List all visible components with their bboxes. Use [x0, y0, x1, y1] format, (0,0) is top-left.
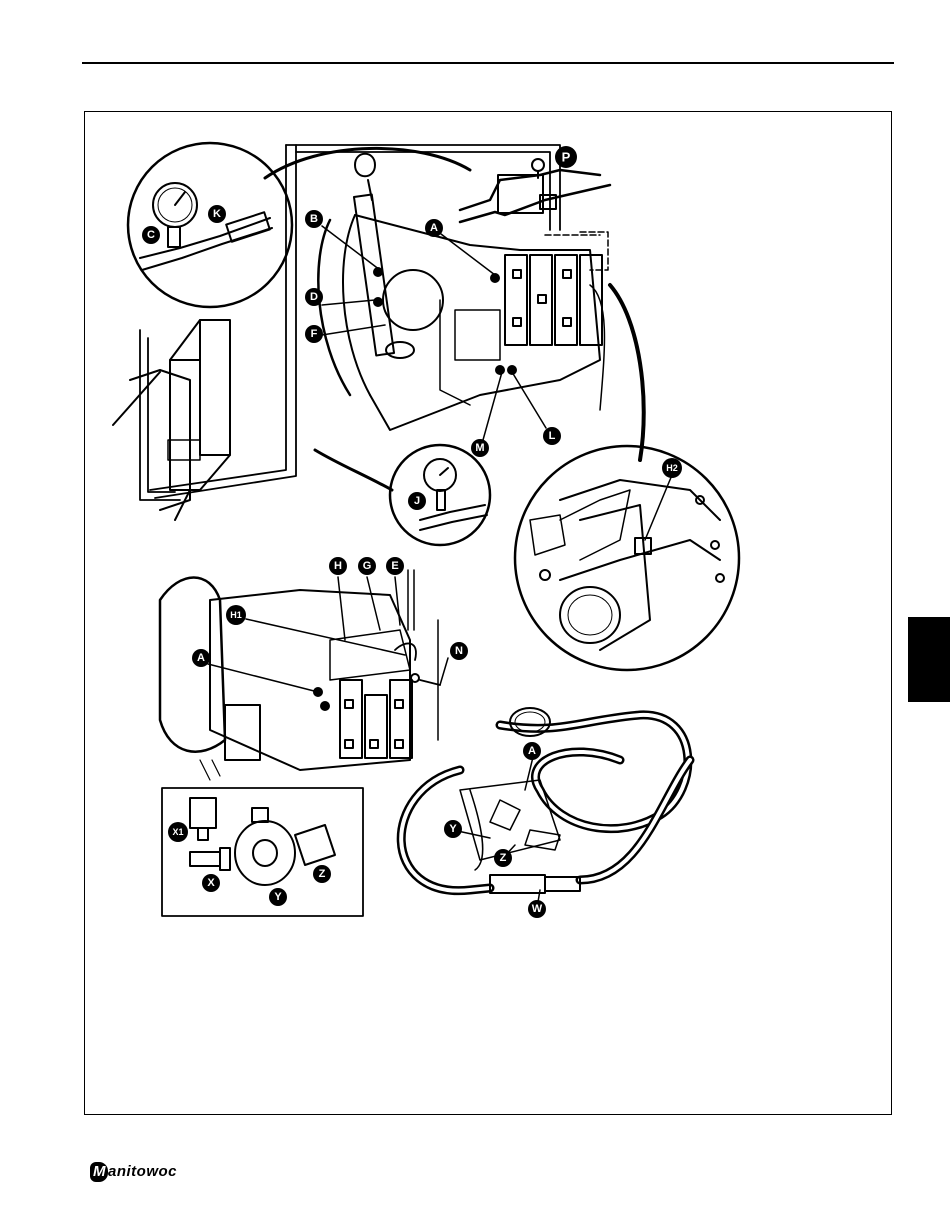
svg-text:M: M — [475, 442, 484, 454]
callout-x1: X1 — [168, 822, 188, 842]
svg-text:Z: Z — [500, 852, 507, 864]
callout-g: G — [358, 557, 376, 575]
oil-cooler — [113, 320, 230, 520]
svg-text:X: X — [207, 877, 215, 889]
svg-text:G: G — [363, 560, 372, 572]
svg-text:X1: X1 — [172, 827, 183, 837]
svg-text:E: E — [391, 560, 398, 572]
callout-d: D — [305, 288, 323, 306]
svg-text:H1: H1 — [230, 610, 242, 620]
svg-text:C: C — [147, 229, 155, 241]
svg-text:H: H — [334, 560, 342, 572]
callout-h1: H1 — [226, 605, 246, 625]
gauge-detail-middle — [390, 445, 490, 545]
svg-text:A: A — [430, 222, 438, 234]
callout-z-box: Z — [313, 865, 331, 883]
callout-n: N — [450, 642, 468, 660]
callout-c: C — [142, 226, 160, 244]
svg-text:B: B — [310, 213, 318, 225]
callout-b: B — [305, 210, 323, 228]
callout-y-low: Y — [444, 820, 462, 838]
svg-text:P: P — [562, 150, 571, 165]
callout-p: P — [555, 146, 577, 168]
callout-m: M — [471, 439, 489, 457]
gauge-detail-upper-left — [128, 143, 292, 307]
svg-text:D: D — [310, 291, 318, 303]
callout-j: J — [408, 492, 426, 510]
callout-h: H — [329, 557, 347, 575]
manitowoc-logo-text: anitowoc — [108, 1163, 177, 1180]
pressure-test-hose-assembly — [401, 708, 690, 893]
port-h2-detail — [515, 446, 739, 670]
svg-text:A: A — [528, 745, 536, 757]
manitowoc-logo-mark: M — [90, 1162, 108, 1182]
svg-text:A: A — [197, 652, 205, 664]
svg-text:F: F — [311, 328, 318, 340]
callout-l: L — [543, 427, 561, 445]
svg-text:Z: Z — [319, 868, 326, 880]
callout-k: K — [208, 205, 226, 223]
callout-x: X — [202, 874, 220, 892]
svg-text:Y: Y — [274, 891, 282, 903]
callout-h2: H2 — [662, 458, 682, 478]
callout-a-low: A — [523, 742, 541, 760]
callout-y-box: Y — [269, 888, 287, 906]
callout-e: E — [386, 557, 404, 575]
test-valve-detail — [460, 159, 610, 222]
callout-w: W — [528, 900, 546, 918]
svg-text:N: N — [455, 645, 463, 657]
callout-f: F — [305, 325, 323, 343]
svg-text:Y: Y — [449, 823, 457, 835]
svg-text:J: J — [414, 495, 420, 507]
svg-text:K: K — [213, 208, 221, 220]
callout-a-top: A — [425, 219, 443, 237]
callout-z-low: Z — [494, 849, 512, 867]
fittings-detail-box — [162, 788, 363, 916]
svg-text:H2: H2 — [666, 463, 678, 473]
callout-a-mid: A — [192, 649, 210, 667]
svg-text:L: L — [549, 430, 556, 442]
svg-text:W: W — [532, 903, 543, 915]
